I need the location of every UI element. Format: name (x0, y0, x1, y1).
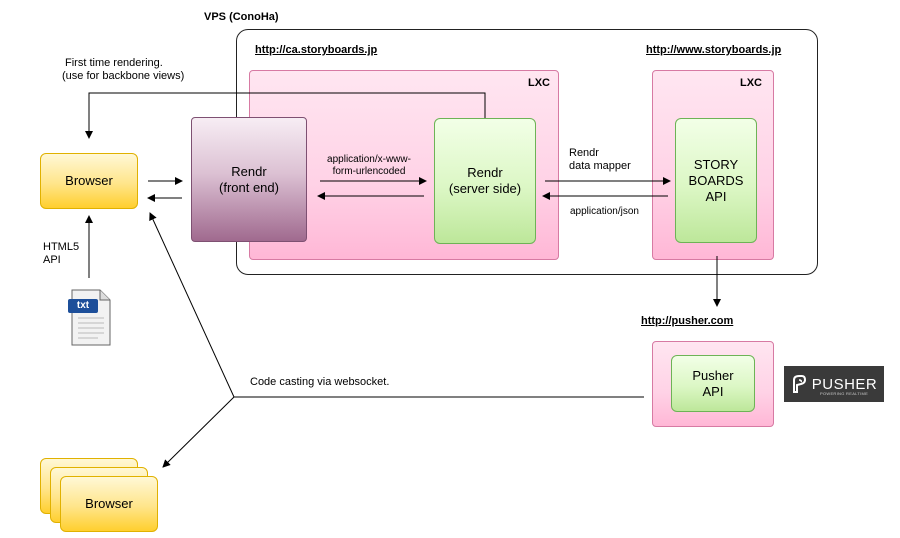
lxc-www-label: LXC (740, 77, 762, 89)
storyboards-api-line-2: BOARDS (688, 172, 744, 188)
storyboards-api-node: STORY BOARDS API (675, 118, 757, 243)
websocket-to-browser-arrow (149, 212, 235, 398)
html5-api-line-2: API (43, 254, 61, 266)
rendr-front-end-node: Rendr (front end) (191, 117, 307, 242)
websocket-to-stack-arrow (162, 396, 235, 468)
code-casting-label: Code casting via websocket. (250, 376, 390, 388)
first-render-arrow (85, 92, 486, 139)
pusher-logo-tagline: POWERING REALTIME (820, 391, 869, 396)
lxc-ca-label: LXC (528, 77, 550, 89)
form-content-type-label: application/x-www- form-urlencoded (322, 154, 416, 178)
rendr-front-line-2: (front end) (219, 179, 279, 195)
form-content-type-line-2: form-urlencoded (332, 166, 406, 177)
data-mapper-line-2: data mapper (569, 160, 631, 172)
pusher-api-line-2: API (702, 383, 724, 399)
pusher-logo-text: PUSHER (811, 375, 878, 393)
data-mapper-line-1: Rendr (569, 147, 599, 159)
form-content-type-line-1: application/x-www- (327, 154, 411, 165)
rendr-front-line-1: Rendr (231, 163, 267, 179)
json-content-type-label: application/json (570, 206, 639, 217)
vps-title: VPS (ConoHa) (204, 11, 279, 23)
browser-main-node: Browser (40, 153, 138, 209)
browser-stack-front: Browser (60, 476, 158, 532)
pusher-api-node: Pusher API (671, 355, 755, 412)
html5-api-label: HTML5 API (43, 241, 79, 267)
ca-host-url: http://ca.storyboards.jp (255, 44, 378, 56)
browser-stack-label: Browser (85, 496, 133, 511)
storyboards-api-line-1: STORY (693, 156, 739, 172)
pusher-host-url: http://pusher.com (641, 315, 734, 327)
browser-main-label: Browser (65, 173, 113, 188)
first-render-line-1: First time rendering. (65, 57, 163, 69)
txt-file-icon (68, 289, 111, 346)
storyboards-api-line-3: API (705, 188, 727, 204)
www-host-url: http://www.storyboards.jp (646, 44, 782, 56)
pusher-logo: PUSHER (784, 366, 884, 402)
first-render-line-2: (use for backbone views) (62, 70, 185, 82)
txt-file-badge: txt (76, 300, 90, 311)
html5-api-line-1: HTML5 (43, 241, 80, 253)
rendr-server-line-1: Rendr (467, 165, 503, 180)
pusher-mark-icon (792, 375, 806, 393)
first-render-label: First time rendering. (use for backbone … (62, 57, 184, 83)
pusher-api-line-1: Pusher (692, 367, 734, 383)
rendr-server-line-2: (server side) (448, 181, 522, 196)
data-mapper-label: Rendr data mapper (569, 147, 631, 173)
rendr-server-side-node: Rendr (server side) (434, 118, 536, 244)
